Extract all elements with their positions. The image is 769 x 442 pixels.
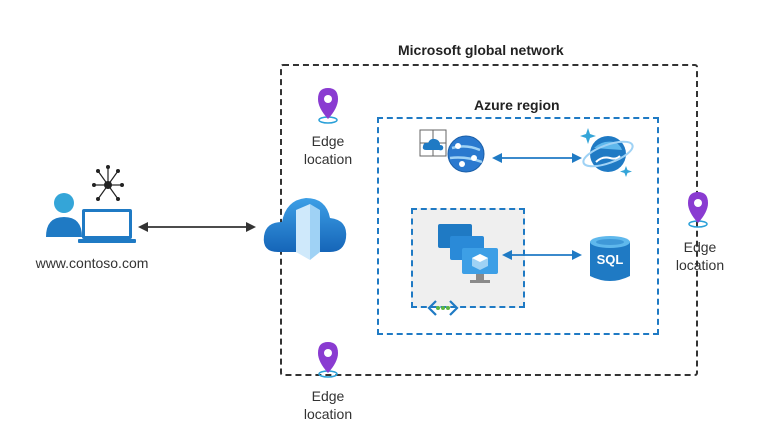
sql-database-icon: SQL [588,234,632,284]
global-network-title: Microsoft global network [398,42,564,58]
app-cosmos-arrow [492,153,582,163]
edge-location-label-top: Edge location [303,133,353,167]
client-label: www.contoso.com [35,255,149,271]
location-pin-icon [318,88,338,124]
client-icon-group [46,165,136,243]
virtual-network-icon [427,300,459,316]
location-pin-icon [688,192,708,228]
client-frontdoor-arrow [138,222,256,232]
laptop-icon [78,209,136,243]
edge-location-label-right: Edge location [675,239,725,273]
edge-location-label-bottom: Edge location [303,388,353,422]
vm-sql-arrow [502,250,582,260]
user-icon [46,193,82,237]
cosmos-db-icon [580,128,634,177]
location-pin-icon [318,342,338,378]
app-service-icon [419,129,485,173]
front-door-cloud-icon [263,198,347,260]
azure-region-title: Azure region [474,97,560,113]
sql-text: SQL [596,252,624,267]
virtual-machines-icon [438,224,498,283]
azure-region-boundary [377,117,659,335]
